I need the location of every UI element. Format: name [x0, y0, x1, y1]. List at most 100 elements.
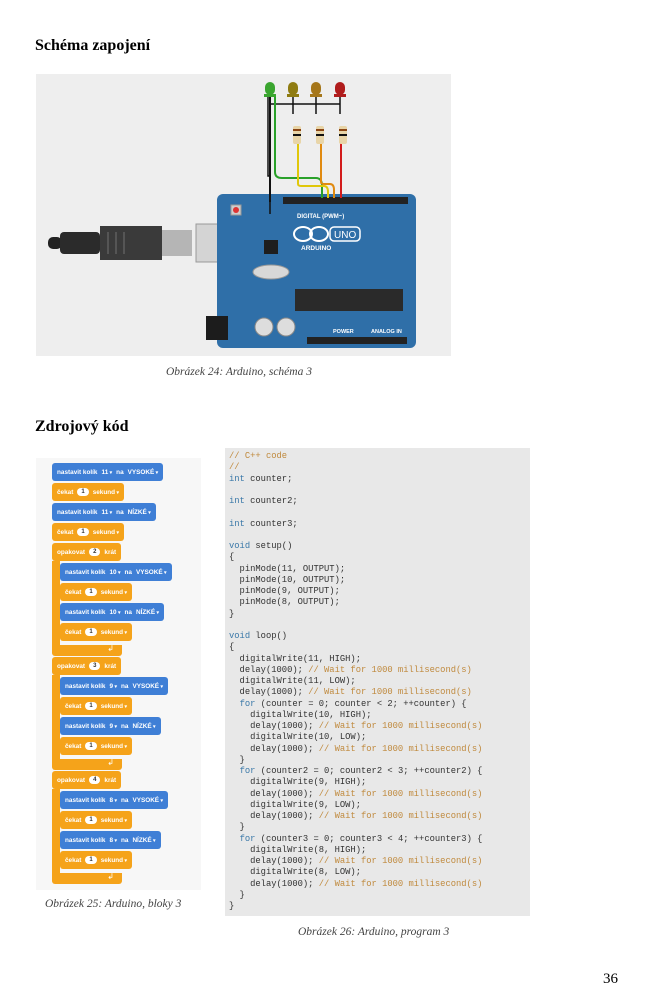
- code-line: delay(1000); // Wait for 1000 millisecon…: [229, 665, 482, 676]
- code-text: }: [229, 901, 235, 911]
- block-label: čekat: [65, 816, 82, 824]
- code-line: }: [229, 901, 482, 912]
- block-label: na: [124, 608, 132, 616]
- pin-dropdown: 9: [110, 723, 117, 730]
- block-label: nastavit kolík: [65, 836, 106, 844]
- code-text: delay(1000);: [229, 788, 319, 799]
- code-text: delay(1000);: [229, 878, 319, 889]
- block-label: čekat: [65, 742, 82, 750]
- state-dropdown: NÍZKÉ: [132, 723, 155, 730]
- block-label: nastavit kolík: [57, 508, 98, 516]
- code-line: void loop(): [229, 631, 482, 642]
- block-label: nastavit kolík: [65, 682, 106, 690]
- block-label: čekat: [65, 628, 82, 636]
- set-pin-block: nastavit kolík 11 na VYSOKÉ: [52, 463, 164, 481]
- block-label: nastavit kolík: [65, 608, 106, 616]
- code-text: counter3;: [244, 518, 298, 529]
- code-text: [229, 834, 240, 844]
- code-line: digitalWrite(8, HIGH);: [229, 845, 482, 856]
- wait-block: čekat 1 sekund: [60, 737, 132, 755]
- code-text: (counter2 = 0; counter2 < 3; ++counter2)…: [255, 766, 483, 776]
- arduino-circuit-figure: DIGITAL (PWM~) POWER ANALOG IN ARDUINO U…: [36, 74, 451, 356]
- block-label: na: [124, 568, 132, 576]
- code-line: delay(1000); // Wait for 1000 millisecon…: [229, 856, 482, 867]
- code-line: digitalWrite(10, LOW);: [229, 732, 482, 743]
- code-comment: // Wait for 1000 millisecond(s): [318, 721, 483, 731]
- code-line: void setup(): [229, 541, 482, 552]
- wait-block: čekat 1 sekund: [52, 483, 124, 501]
- capacitor: [276, 317, 296, 337]
- figure-25-caption: Obrázek 25: Arduino, bloky 3: [45, 898, 182, 910]
- code-line: delay(1000); // Wait for 1000 millisecon…: [229, 744, 482, 755]
- code-keyword: int: [229, 473, 245, 484]
- code-line: // C++ code: [229, 451, 482, 462]
- code-line: }: [229, 822, 482, 833]
- crystal: [252, 264, 290, 280]
- wait-value: 1: [85, 816, 97, 824]
- block-label: nastavit kolík: [65, 722, 106, 730]
- code-keyword: void: [229, 631, 251, 641]
- code-line: pinMode(8, OUTPUT);: [229, 597, 482, 608]
- unit-dropdown: sekund: [93, 489, 119, 496]
- code-line: }: [229, 890, 482, 901]
- wait-value: 1: [85, 856, 97, 864]
- block-label: na: [116, 468, 124, 476]
- block-label: na: [116, 508, 124, 516]
- code-line: digitalWrite(11, LOW);: [229, 676, 482, 687]
- led: [287, 82, 299, 97]
- code-figure: // C++ code//int counter;int counter2;in…: [225, 448, 530, 916]
- repeat-block: opakovat 3 krát: [52, 657, 122, 675]
- repeat-arm: [52, 561, 60, 645]
- code-text: {: [229, 552, 235, 563]
- code-text: delay(1000);: [229, 687, 309, 698]
- block-label: opakovat: [57, 662, 86, 670]
- state-dropdown: VYSOKÉ: [128, 469, 159, 476]
- code-comment: //: [229, 462, 240, 473]
- block-label: opakovat: [57, 548, 86, 556]
- code-line: digitalWrite(10, HIGH);: [229, 710, 482, 721]
- code-text: pinMode(8, OUTPUT);: [229, 597, 340, 608]
- code-keyword: void: [229, 541, 251, 551]
- code-line: }: [229, 755, 482, 766]
- code-text: pinMode(10, OUTPUT);: [229, 574, 346, 585]
- block-label: čekat: [57, 488, 74, 496]
- small-chip: [264, 240, 278, 254]
- led: [334, 82, 346, 97]
- repeat-count: 2: [89, 548, 101, 556]
- state-dropdown: VYSOKÉ: [132, 683, 163, 690]
- unit-dropdown: sekund: [101, 629, 127, 636]
- code-keyword: int: [229, 518, 245, 529]
- unit-dropdown: sekund: [101, 589, 127, 596]
- block-label: na: [120, 722, 129, 730]
- code-text: digitalWrite(11, HIGH);: [229, 653, 361, 664]
- board-model-text: UNO: [334, 230, 356, 241]
- code-comment: // Wait for 1000 millisecond(s): [318, 788, 483, 799]
- code-comment: // Wait for 1000 millisecond(s): [318, 743, 483, 754]
- code-comment: // Wait for 1000 millisecond(s): [308, 687, 472, 698]
- code-text: delay(1000);: [229, 721, 319, 731]
- code-line: [229, 620, 482, 631]
- block-label: nastavit kolík: [65, 568, 106, 576]
- code-text: digitalWrite(8, HIGH);: [229, 844, 367, 855]
- code-text: delay(1000);: [229, 811, 319, 821]
- code-text: (counter3 = 0; counter3 < 4; ++counter3)…: [255, 833, 483, 844]
- wire-orange: [320, 134, 335, 198]
- pin-dropdown: 10: [110, 569, 121, 576]
- code-line: delay(1000); // Wait for 1000 millisecon…: [229, 687, 482, 698]
- repeat-count: 4: [89, 776, 101, 784]
- code-line: pinMode(11, OUTPUT);: [229, 564, 482, 575]
- repeat-arm: [52, 789, 60, 873]
- state-dropdown: NÍZKÉ: [128, 509, 151, 516]
- set-pin-block: nastavit kolík 10 na VYSOKÉ: [60, 563, 172, 581]
- arduino-logo: ARDUINO UNO: [293, 226, 361, 252]
- code-line: [229, 530, 482, 541]
- code-keyword: for: [239, 766, 256, 776]
- digital-label: DIGITAL (PWM~): [297, 214, 344, 220]
- page-number: 36: [603, 971, 618, 987]
- code-line: int counter2;: [229, 496, 482, 507]
- code-text: setup(): [250, 541, 293, 551]
- code-text: delay(1000);: [229, 664, 309, 675]
- code-text: digitalWrite(9, HIGH);: [229, 777, 367, 788]
- repeat-block: opakovat 4 krát: [52, 771, 122, 789]
- code-line: digitalWrite(9, HIGH);: [229, 777, 482, 788]
